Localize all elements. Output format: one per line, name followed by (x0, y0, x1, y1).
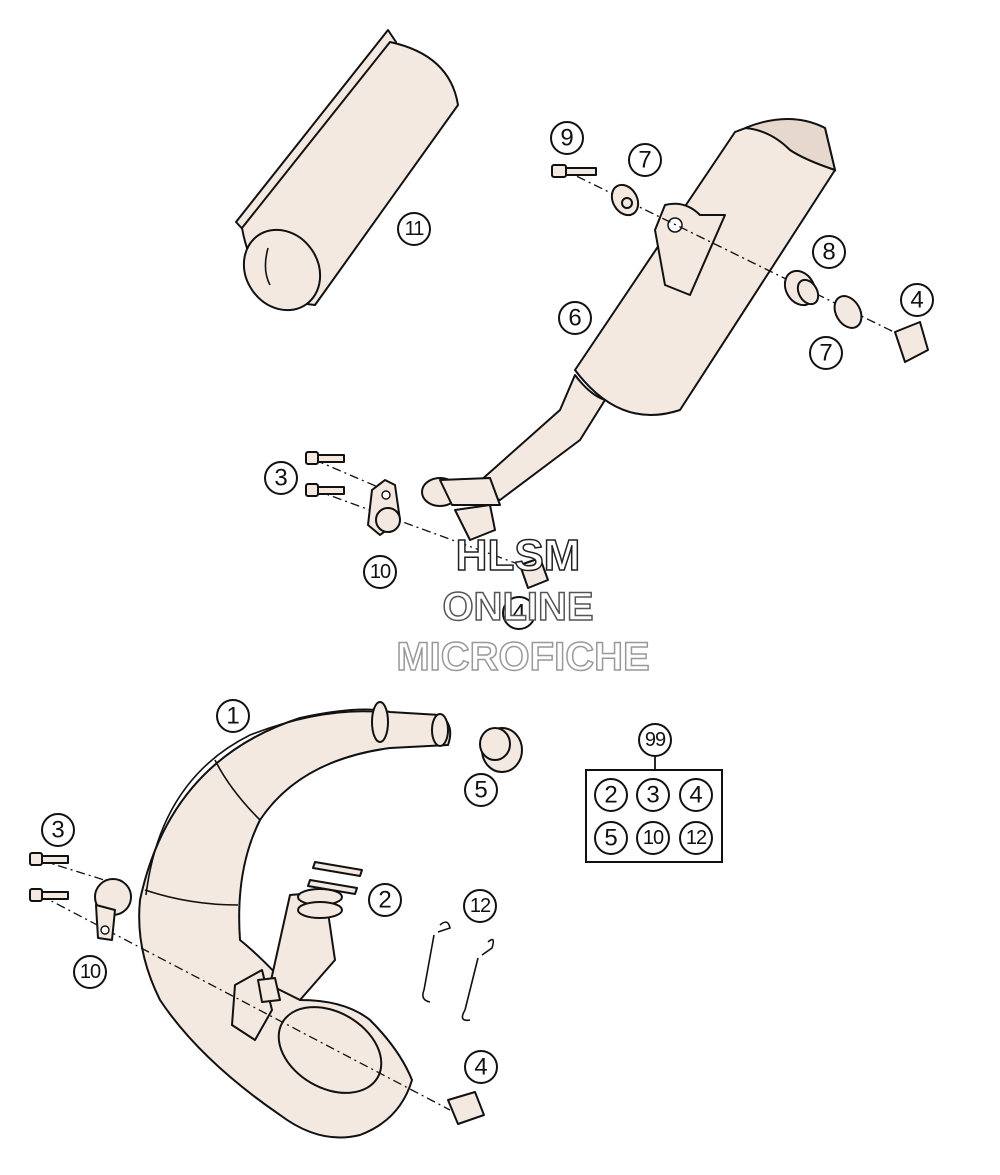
washer-upper (610, 183, 640, 217)
rubber-grommet (783, 269, 820, 307)
seal-ring (479, 727, 523, 773)
svg-text:3: 3 (274, 465, 287, 492)
svg-text:12: 12 (686, 827, 707, 849)
kit-item-4: 4 (679, 778, 713, 812)
spring-nut-mid (519, 557, 549, 589)
svg-text:10: 10 (643, 827, 664, 849)
callout-7-bottom: 7 (809, 336, 843, 370)
watermark: HLSM ONLINE MICROFICHE (396, 530, 651, 680)
callout-12: 12 (463, 889, 497, 923)
o-rings (307, 861, 363, 895)
callout-2: 2 (368, 883, 402, 917)
svg-text:2: 2 (378, 887, 391, 914)
callout-5: 5 (464, 773, 498, 807)
svg-text:6: 6 (568, 305, 581, 332)
callout-1: 1 (216, 699, 250, 733)
callout-99: 99 (638, 723, 672, 757)
watermark-line-2: ONLINE (442, 585, 593, 629)
kit-item-2: 2 (594, 778, 628, 812)
callout-10-lower: 10 (73, 955, 107, 989)
washer-lower (833, 295, 863, 329)
svg-text:4: 4 (512, 600, 525, 627)
svg-text:3: 3 (51, 817, 64, 844)
svg-text:5: 5 (474, 777, 487, 804)
svg-text:4: 4 (474, 1054, 487, 1081)
svg-text:7: 7 (638, 147, 651, 174)
silencer (421, 118, 837, 541)
callout-11: 11 (397, 212, 431, 246)
callout-3-upper: 3 (264, 461, 298, 495)
callout-8: 8 (812, 235, 846, 269)
svg-text:12: 12 (470, 895, 491, 917)
callout-4-mid: 4 (502, 596, 536, 630)
callout-4-upper: 4 (900, 283, 934, 317)
bracket-bolts-upper (305, 451, 345, 497)
bracket-bolts-lower (29, 852, 69, 902)
watermark-line-3: MICROFICHE (396, 635, 649, 679)
heat-shield-sleeve (235, 29, 459, 312)
callout-6: 6 (558, 301, 592, 335)
svg-text:10: 10 (80, 961, 101, 983)
bracket-upper (367, 479, 401, 536)
callout-3-lower: 3 (41, 813, 75, 847)
svg-text:1: 1 (226, 703, 239, 730)
exhaust-springs (422, 921, 495, 1022)
svg-text:8: 8 (822, 239, 835, 266)
callout-10-upper: 10 (363, 555, 397, 589)
svg-text:5: 5 (604, 825, 617, 852)
svg-text:4: 4 (910, 287, 923, 314)
kit-item-5: 5 (594, 821, 628, 855)
bracket-lower (94, 878, 132, 941)
svg-text:4: 4 (689, 782, 702, 809)
kit-item-10: 10 (636, 821, 670, 855)
svg-text:11: 11 (405, 218, 425, 240)
svg-text:7: 7 (819, 340, 832, 367)
watermark-line-1: HLSM (456, 531, 581, 580)
callout-4-lower: 4 (464, 1050, 498, 1084)
expansion-chamber (138, 701, 452, 1139)
callout-7-top: 7 (628, 143, 662, 177)
svg-text:9: 9 (560, 125, 573, 152)
svg-text:3: 3 (646, 782, 659, 809)
svg-text:2: 2 (604, 782, 617, 809)
svg-text:10: 10 (370, 561, 391, 583)
callout-9: 9 (550, 121, 584, 155)
svg-text:99: 99 (645, 729, 666, 751)
silencer-bolt (551, 164, 597, 178)
kit-item-3: 3 (636, 778, 670, 812)
spring-nut-upper (894, 321, 929, 363)
spring-nut-lower (447, 1091, 485, 1125)
kit-item-12: 12 (679, 821, 713, 855)
